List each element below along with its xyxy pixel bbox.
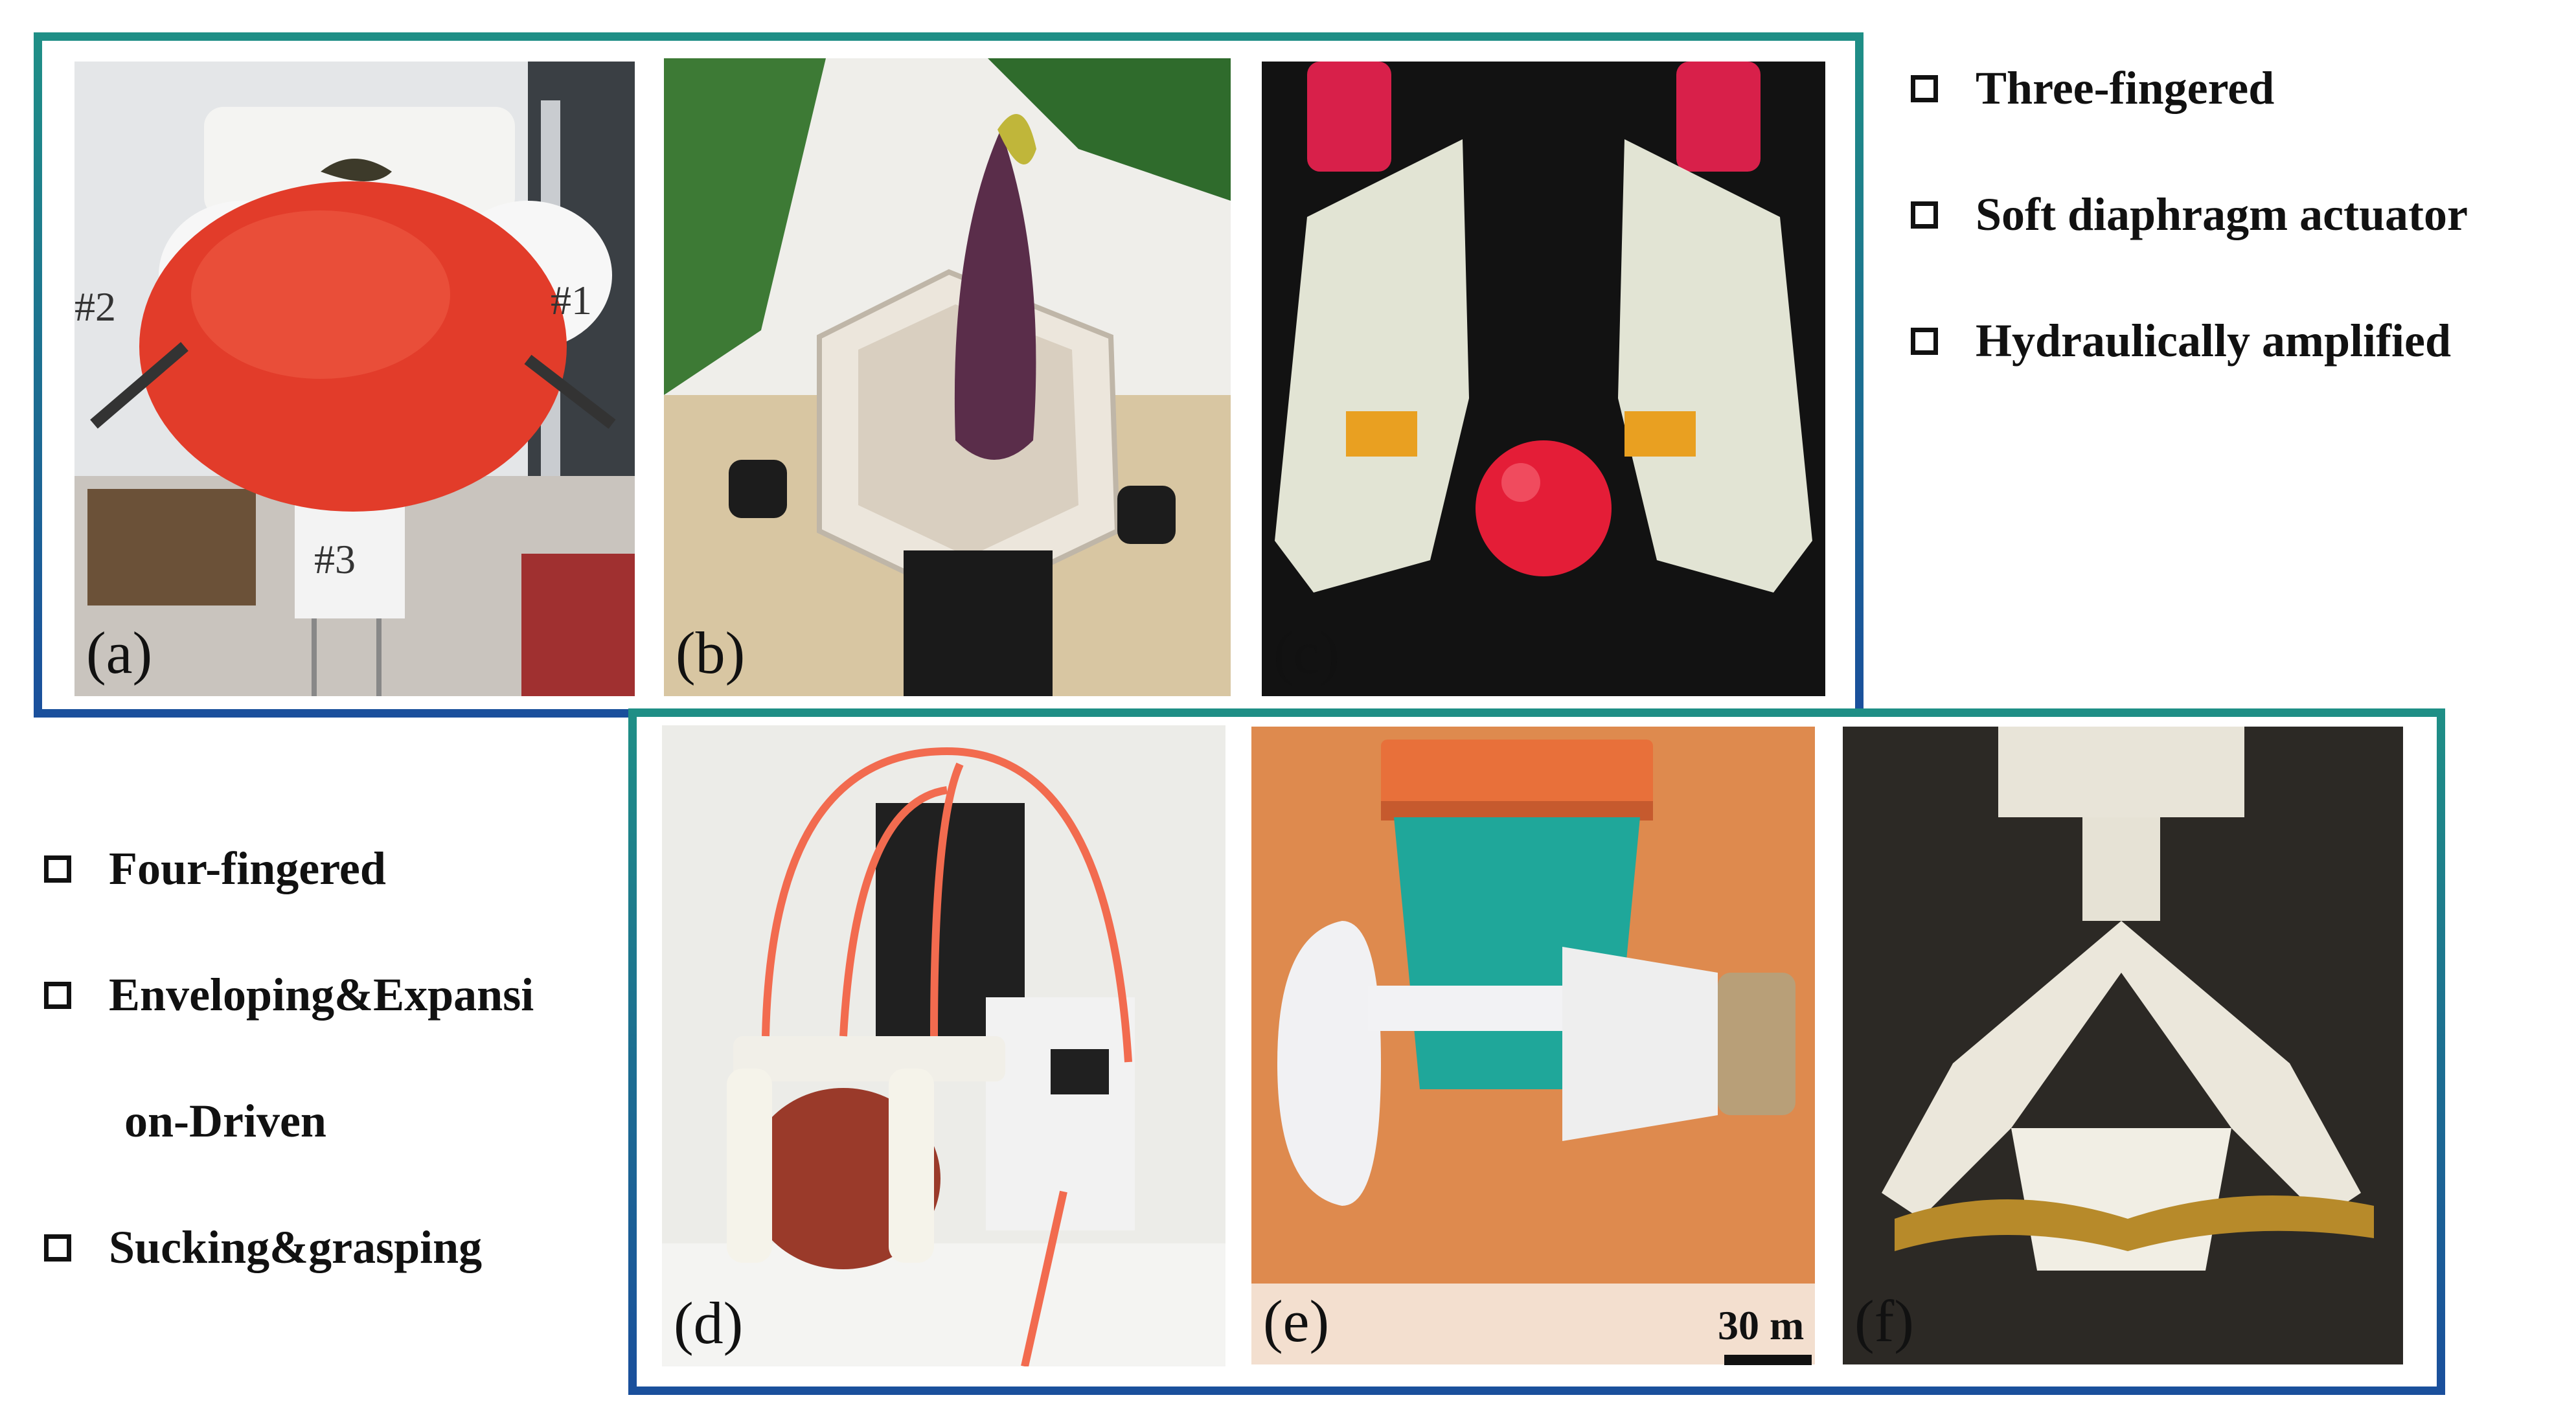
panel-label-b: (b) — [676, 620, 746, 686]
finger-label-3: #3 — [314, 536, 356, 582]
checkbox-icon — [44, 981, 71, 1009]
legend-item-sucking-grasping: Sucking&grasping — [44, 1221, 482, 1274]
legend-item-soft-diaphragm: Soft diaphragm actuator — [1911, 188, 2468, 242]
panel-label-a: (a) — [86, 620, 153, 686]
banana-gripper-illustration — [1843, 727, 2403, 1364]
finger-label-1: #1 — [551, 277, 592, 323]
finger-label-2: #2 — [74, 284, 116, 330]
panel-label-c: (c) — [1273, 620, 1340, 686]
legend-item-four-fingered: Four-fingered — [44, 842, 386, 896]
bulb-gripper-illustration — [1251, 727, 1815, 1364]
panel-label-d: (d) — [674, 1290, 744, 1356]
tomato-gripper-illustration: #2 #1 #3 — [74, 62, 635, 696]
four-finger-gripper-illustration — [662, 725, 1225, 1366]
legend-label: Sucking&grasping — [109, 1221, 483, 1273]
panel-b-photo: (b) — [664, 58, 1231, 696]
checkbox-icon — [1911, 74, 1938, 102]
panel-a-photo: #2 #1 #3 (a) — [74, 62, 635, 696]
legend-item-enveloping-expansion: Enveloping&Expansi — [44, 968, 534, 1022]
legend-label: Soft diaphragm actuator — [1976, 188, 2468, 240]
legend-label-continuation: on-Driven — [124, 1095, 326, 1147]
legend-label: Four-fingered — [109, 843, 386, 894]
panel-c-photo: (c) — [1262, 62, 1825, 696]
legend-label: Hydraulically amplified — [1976, 315, 2452, 367]
checkbox-icon — [1911, 201, 1938, 229]
scale-bar — [1724, 1355, 1812, 1365]
checkbox-icon — [44, 855, 71, 883]
legend-item-three-fingered: Three-fingered — [1911, 62, 2274, 115]
checkbox-icon — [44, 1234, 71, 1262]
legend-label: Enveloping&Expansi — [109, 969, 534, 1021]
panel-f-photo: (f) — [1843, 727, 2403, 1364]
checkbox-icon — [1911, 327, 1938, 355]
legend-item-hydraulically-amplified: Hydraulically amplified — [1911, 314, 2451, 368]
panel-label-e: (e) — [1263, 1288, 1330, 1354]
scale-bar-label: 30 m — [1718, 1302, 1805, 1348]
panel-d-photo: (d) — [662, 725, 1225, 1366]
panel-label-f: (f) — [1854, 1288, 1914, 1354]
panel-e-photo: (e) — [1251, 727, 1815, 1364]
legend-label: Three-fingered — [1976, 62, 2275, 114]
raspberry-gripper-illustration — [1262, 62, 1825, 696]
eggplant-gripper-illustration — [664, 58, 1231, 696]
